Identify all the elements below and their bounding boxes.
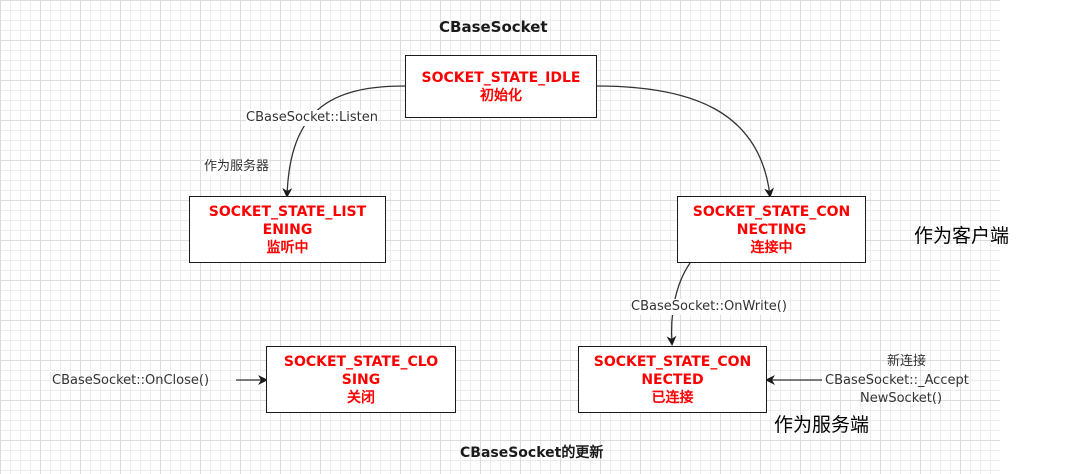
edge-idle-to-listening <box>282 85 406 198</box>
edge-label-new-conn: 新连接 <box>887 354 927 369</box>
edge-label-listen: CBaseSocket::Listen <box>246 110 378 126</box>
state-closing-desc: 关闭 <box>347 389 375 406</box>
state-closing-name-2: SING <box>341 371 381 388</box>
edge-label-accept-1: CBaseSocket::_Accept <box>825 373 969 388</box>
state-connecting-name-1: SOCKET_STATE_CON <box>692 203 851 220</box>
state-connected: SOCKET_STATE_CON NECTED 已连接 <box>578 346 767 413</box>
state-listening-name-1: SOCKET_STATE_LIST <box>208 203 367 220</box>
state-listening-desc: 监听中 <box>266 239 309 256</box>
state-closing-name-1: SOCKET_STATE_CLO <box>283 353 439 370</box>
note-as-client: 作为客户端 <box>914 225 1010 247</box>
state-connecting-desc: 连接中 <box>750 239 793 256</box>
state-connected-name-2: NECTED <box>641 371 704 388</box>
state-listening-name-2: ENING <box>262 221 313 238</box>
state-connected-name-1: SOCKET_STATE_CON <box>593 353 752 370</box>
state-listening: SOCKET_STATE_LIST ENING 监听中 <box>189 196 386 263</box>
edge-label-accept-2: NewSocket() <box>860 391 943 406</box>
diagram-title: CBaseSocket <box>439 18 548 36</box>
edge-label-on-close: CBaseSocket::OnClose() <box>52 373 210 388</box>
edge-idle-to-connecting <box>596 85 775 198</box>
edge-label-as-server: 作为服务器 <box>204 159 270 175</box>
state-idle-desc: 初始化 <box>480 87 522 104</box>
diagram-caption: CBaseSocket的更新 <box>460 445 604 461</box>
state-closing: SOCKET_STATE_CLO SING 关闭 <box>266 346 456 413</box>
state-idle: SOCKET_STATE_IDLE 初始化 <box>405 55 597 118</box>
edge-label-on-write: CBaseSocket::OnWrite() <box>631 299 787 315</box>
state-connected-desc: 已连接 <box>651 389 694 406</box>
state-connecting: SOCKET_STATE_CON NECTING 连接中 <box>677 196 866 263</box>
note-as-server: 作为服务端 <box>774 414 870 436</box>
state-connecting-name-2: NECTING <box>736 221 807 238</box>
state-idle-name: SOCKET_STATE_IDLE <box>421 69 581 86</box>
